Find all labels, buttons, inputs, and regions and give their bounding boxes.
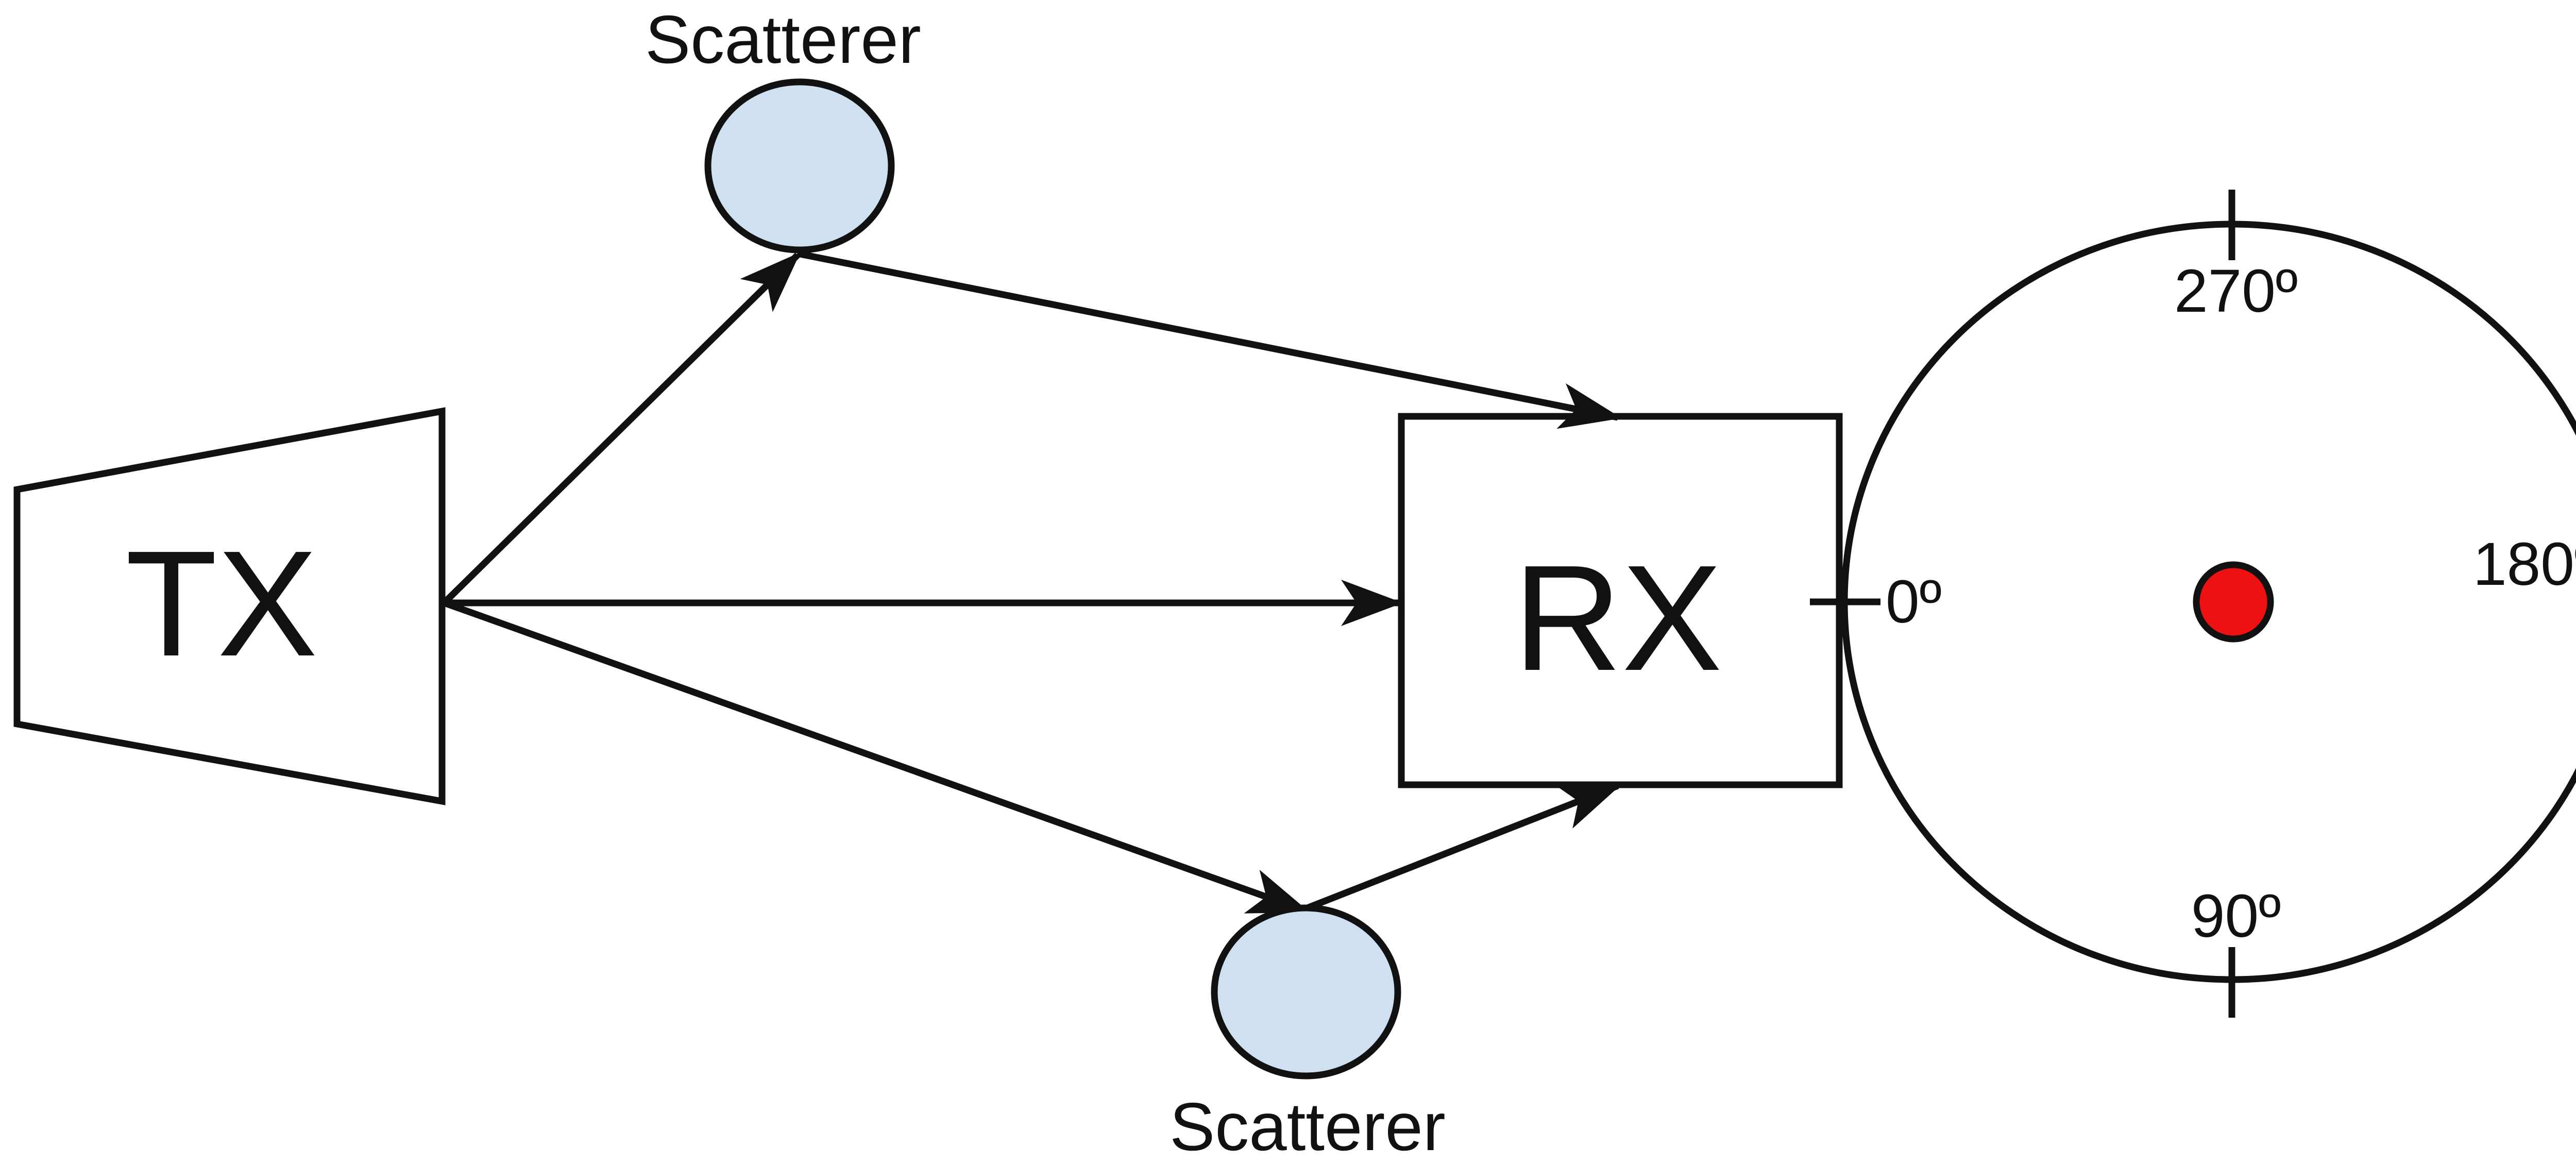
- transmitter: TX: [13, 407, 446, 805]
- angle-label-0: 0º: [1886, 568, 1942, 636]
- scatterer-upper: Scatterer: [645, 2, 921, 254]
- tx-to-lower-scatterer-arrow: [443, 599, 1310, 915]
- arrival-direction-dot: [2193, 561, 2274, 643]
- transmitter-shape: [13, 407, 446, 805]
- angle-label-90: 90º: [2191, 882, 2281, 950]
- propagation-paths: [442, 250, 1622, 915]
- scatterer-upper-label: Scatterer: [645, 2, 921, 77]
- lower-scatterer-to-rx-arrow: [1304, 782, 1622, 912]
- transmitter-label: TX: [125, 519, 317, 687]
- receiver-label: RX: [1513, 534, 1722, 702]
- tx-to-upper-scatterer-arrow: [442, 252, 801, 605]
- upper-scatterer-to-rx-arrow: [796, 250, 1622, 429]
- scatterer-lower: Scatterer: [1170, 904, 1446, 1163]
- angle-label-270: 270º: [2174, 257, 2298, 325]
- scatterer-lower-circle: [1211, 904, 1401, 1080]
- scatterer-upper-circle: [704, 78, 895, 254]
- receiver-shape: [1398, 413, 1843, 788]
- angle-circle: 0º 90º 180º 270º: [1810, 190, 2576, 1018]
- receiver: RX: [1398, 413, 1843, 788]
- angle-label-180: 180º: [2473, 530, 2576, 598]
- scatterer-lower-label: Scatterer: [1170, 1089, 1446, 1163]
